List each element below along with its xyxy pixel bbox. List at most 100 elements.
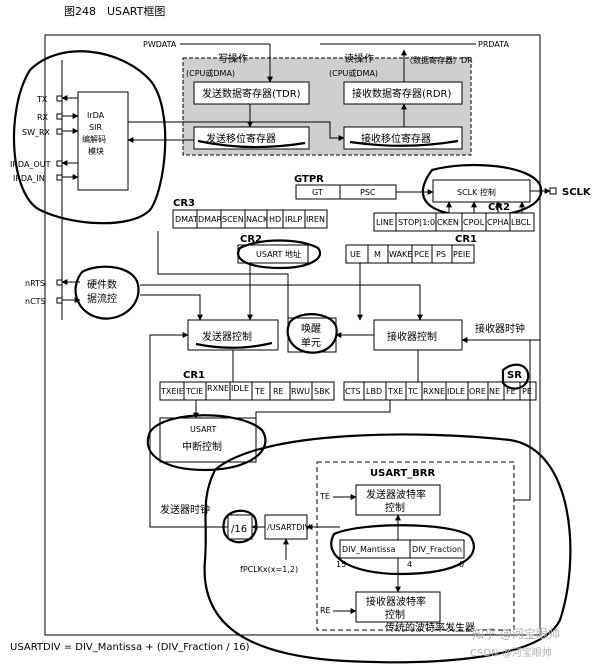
irda-line4: 模块	[88, 146, 104, 156]
cr1-top-register: UE M WAKE PCE PS PEIE	[345, 244, 475, 264]
flow-to-tx-ctrl	[140, 294, 203, 321]
baud-hand-circle	[203, 433, 572, 664]
tx-ctrl-underline	[195, 341, 273, 349]
sr-bit-rxne: RXNE	[423, 387, 445, 396]
cr3-register: DMAT DMAR SCEN NACK HD IRLP IREN	[172, 209, 328, 229]
fpclk-label: fPCLKx(x=1,2)	[240, 565, 298, 574]
irda-line2: SIR	[89, 123, 102, 132]
cr3-bit-scen: SCEN	[222, 215, 244, 224]
irq-line2: 中断控制	[182, 440, 222, 453]
cr1b-bit-rxneie: RXNE IE	[207, 384, 239, 393]
rx-pin-marker	[56, 113, 63, 120]
outer-frame	[44, 34, 541, 636]
div-mantissa-label: DIV_Mantissa	[342, 545, 396, 554]
tdr-box	[193, 81, 310, 105]
hw-flow-line1: 硬件数	[87, 278, 117, 291]
brr-re-label: RE	[320, 606, 331, 615]
cr1-bottom-register: TXEIE TCIE RXNE IE IDLE IE TE RE RWU SBK	[159, 381, 335, 401]
cr3-bit-irlp: IRLP	[285, 215, 302, 224]
tx-shift-label: 发送移位寄存器	[206, 132, 276, 145]
swrx-pin-marker	[56, 128, 63, 135]
swrx-pin-label: SW_RX	[22, 128, 51, 137]
sclk-hand-circle	[421, 163, 543, 218]
irda-line3: 编解码	[82, 134, 106, 144]
nrts-pin-marker	[56, 279, 63, 286]
rx-shift-underline	[349, 139, 459, 147]
cr2-bit-line: LINE	[376, 218, 394, 227]
cr2-addr-title: CR2	[240, 234, 262, 245]
tx-shift-underline	[197, 139, 306, 149]
bit4-label: 4	[407, 560, 412, 569]
cr2-top-title: CR2	[488, 202, 510, 213]
tx-pin-marker	[56, 95, 63, 102]
cr3-bit-iren: IREN	[306, 215, 325, 224]
cr1-bit-ps: PS	[436, 250, 446, 259]
sclk-pin-marker	[549, 187, 557, 195]
read-op-label: 读操作	[344, 52, 374, 65]
cr2-top-register: LINE STOP[1:0] CKEN CPOL CPHA LBCL	[373, 212, 535, 232]
gt-label: GT	[312, 188, 323, 197]
rdr-label: 接收数据寄存器(RDR)	[352, 87, 451, 100]
sr-hand-circle	[501, 363, 530, 390]
cr3-title: CR3	[173, 198, 195, 209]
cr1-bit-m: M	[374, 250, 381, 259]
sr-to-irq	[255, 400, 391, 430]
irda-to-rx-shift	[128, 121, 345, 141]
rx-pin-label: RX	[37, 113, 49, 122]
nrts-pin-label: nRTS	[25, 279, 45, 288]
cr3-bit-box	[304, 209, 328, 229]
wakeup-hand-circle	[286, 313, 338, 354]
div-hand-circle	[330, 524, 475, 576]
sr-bit-cts: CTS	[345, 387, 361, 396]
watermark-zhihu: 知乎 @河宝眼帅	[472, 627, 560, 641]
rx-shift-label: 接收移位寄存器	[361, 132, 431, 145]
sr-bit-pe: PE	[522, 387, 532, 396]
tx-pin-label: TX	[36, 95, 48, 104]
rx-baud-box	[355, 591, 441, 623]
brr-title: USART_BRR	[370, 468, 435, 479]
sr-bit-tc: TC	[407, 387, 418, 396]
tx-ctrl-label: 发送器控制	[202, 330, 252, 343]
irda-hand-circle	[12, 50, 167, 225]
tdr-label: 发送数据寄存器(TDR)	[202, 87, 301, 100]
ncts-pin-label: nCTS	[25, 297, 46, 306]
wakeup-line2: 单元	[301, 337, 321, 349]
cr1b-bit-sbk: SBK	[314, 387, 331, 396]
cpu-dma-right: (CPU或DMA)	[329, 68, 378, 78]
irq-line1: USART	[190, 425, 217, 434]
hw-flow-line2: 据流控	[87, 292, 117, 305]
cr2-bit-cpol: CPOL	[463, 218, 485, 227]
irdain-pin-label: IRDA_IN	[13, 174, 45, 183]
tx-baud-line1: 发送器波特率	[366, 488, 426, 501]
tx-clock-line	[149, 332, 228, 528]
brr-te-label: TE	[319, 492, 330, 501]
cr3-bit-hd: HD	[269, 215, 281, 224]
rx-ctrl-box	[373, 319, 463, 351]
pwdata-label: PWDATA	[143, 40, 177, 49]
cr3-bit-dmat: DMAT	[175, 215, 198, 224]
tx-clock-label: 发送器时钟	[160, 503, 210, 516]
irdaout-pin-marker	[56, 160, 63, 167]
irda-line1: IrDA	[87, 111, 105, 120]
div16-hand-circle	[222, 509, 258, 544]
sr-register: CTS LBD TXE TC RXNE IDLE ORE NE FE PE	[343, 381, 537, 401]
cr2-bit-cpha: CPHA	[487, 218, 509, 227]
irda-block	[77, 91, 129, 191]
cr1b-bit-re: RE	[273, 387, 284, 396]
flow-hand-circle	[74, 265, 140, 320]
sclk-pin-label: SCLK	[562, 187, 592, 198]
cr1-bit-ue: UE	[350, 250, 361, 259]
cr1-bottom-title: CR1	[183, 370, 205, 381]
data-reg-label: （数据寄存器）DR	[405, 55, 473, 65]
figure-title: 图248 USART框图	[64, 5, 165, 18]
cr1b-bit-box	[311, 381, 335, 401]
cr3-ctrl-line	[157, 231, 289, 318]
ncts-pin-marker	[56, 297, 63, 304]
sr-bit-ne: NE	[489, 387, 500, 396]
div-fraction-label: DIV_Fraction	[412, 545, 462, 554]
rx-clock-label: 接收器时钟	[475, 322, 525, 335]
bit0-label: 0	[459, 560, 464, 569]
cr1-bit-box	[451, 244, 475, 264]
